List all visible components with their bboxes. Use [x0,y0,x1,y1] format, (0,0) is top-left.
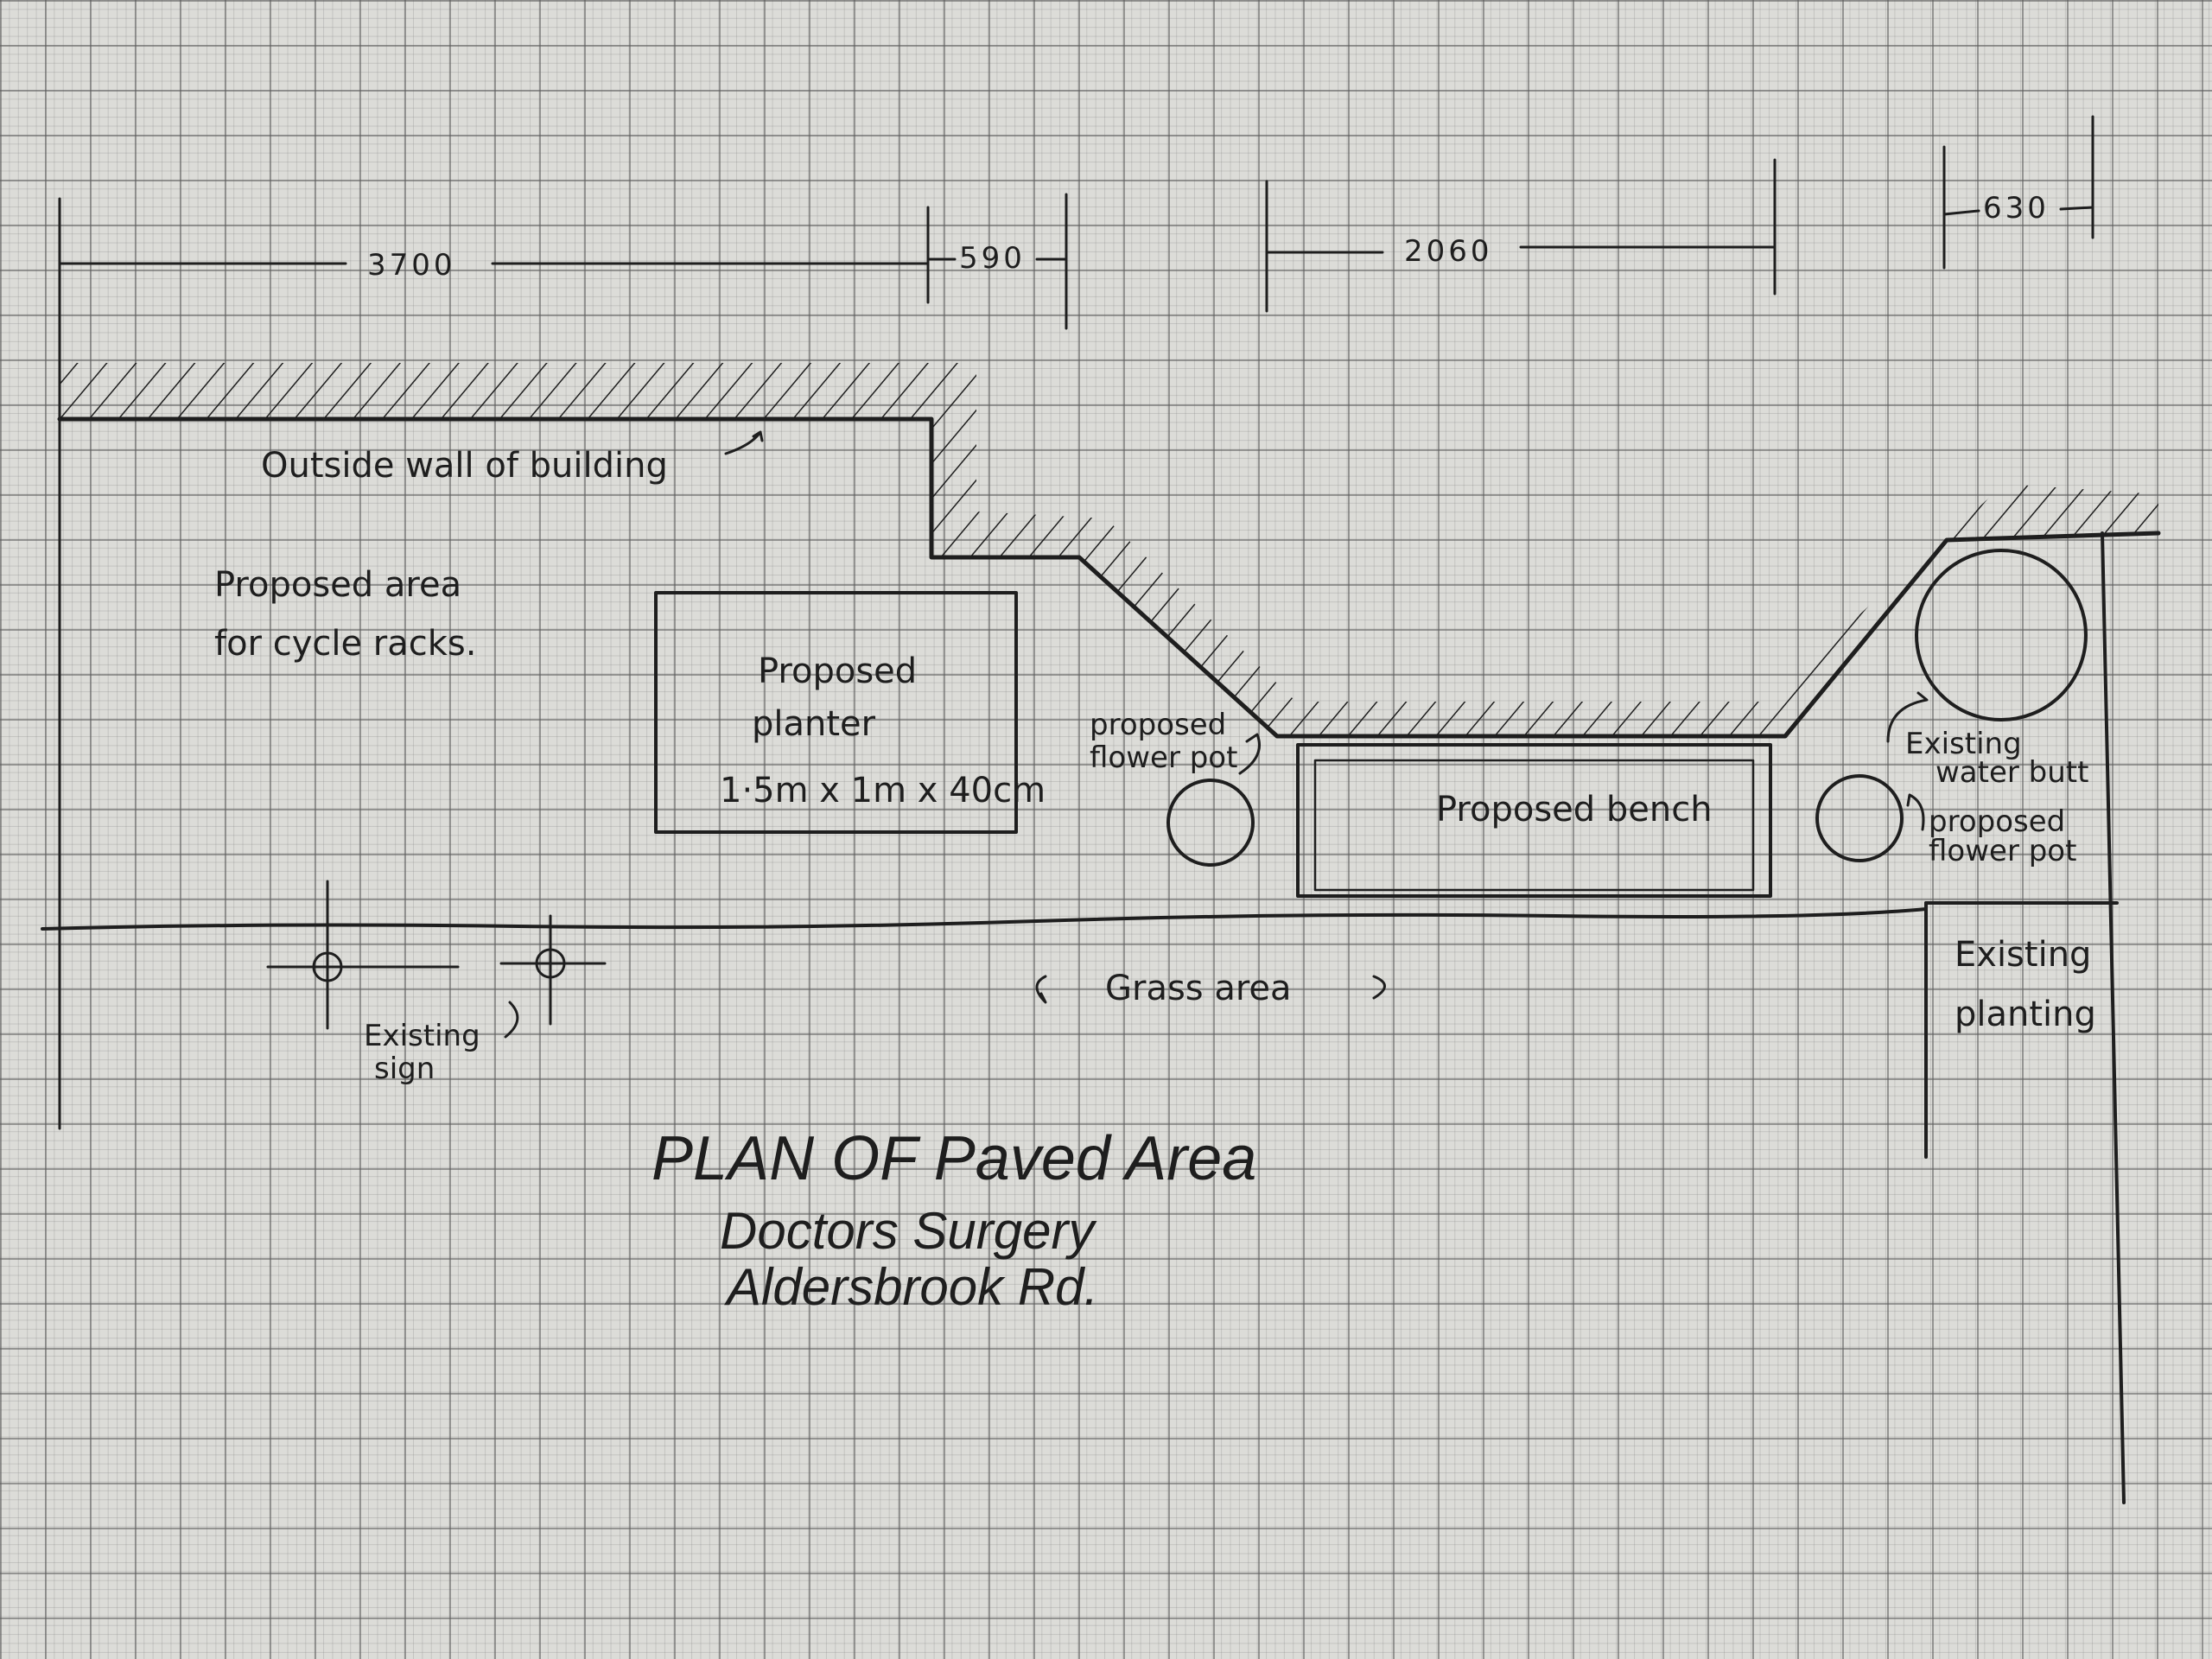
plan-subtitle-location: Doctors Surgery [720,1202,1097,1260]
label-outside-wall: Outside wall of building [261,446,668,486]
label-water-butt-2: water butt [1936,755,2088,790]
label-bench: Proposed bench [1436,790,1713,830]
wall-hatching [60,363,2158,736]
plan-title: PLAN OF Paved Area [652,1124,1256,1193]
label-pot-left-2: flower pot [1090,741,1237,775]
label-pot-right-2: flower pot [1929,834,2076,868]
label-pot-right-1: proposed [1929,804,2065,839]
dimension-2060: 2060 [1404,234,1493,269]
label-sign-1: Existing [364,1019,480,1053]
proposed-planter [654,591,1018,834]
label-sign-2: sign [374,1052,435,1086]
label-planting-1: Existing [1955,935,2091,975]
boundary-lines [41,531,2126,1504]
plan-subtitle-road: Aldersbrook Rd. [724,1258,1098,1316]
water-butt [1915,549,2088,721]
label-planter-1: Proposed [758,652,917,691]
label-planter-size: 1·5m x 1m x 40cm [720,771,1046,810]
flower-pot-left [1166,779,1255,867]
dimension-590: 590 [959,241,1026,276]
annotation-arrows [504,430,1929,1039]
proposed-bench [1296,743,1772,898]
flower-pot-right [1815,774,1904,862]
label-cycle-area-1: Proposed area [214,565,461,605]
label-cycle-area-2: for cycle racks. [214,624,476,664]
building-wall [57,416,2161,739]
dimension-lines [58,115,2094,1130]
label-water-butt-1: Existing [1905,727,2022,761]
dimension-630: 630 [1983,191,2050,226]
existing-sign-icons [266,880,607,1030]
label-planting-2: planting [1955,995,2096,1034]
label-planter-2: planter [752,704,876,744]
dimension-3700: 3700 [367,248,456,283]
label-grass-area: Grass area [1105,969,1292,1008]
label-pot-left-1: proposed [1090,708,1226,742]
